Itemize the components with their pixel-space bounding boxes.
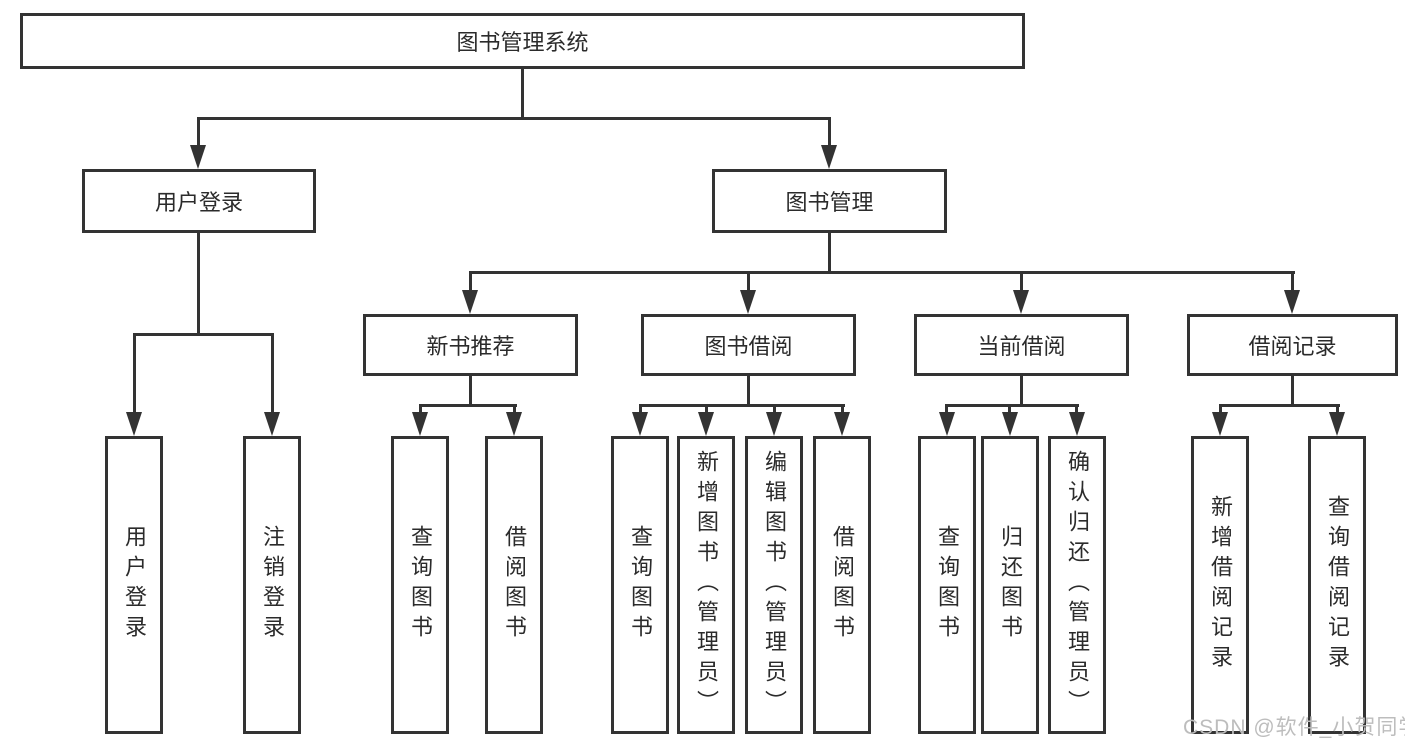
node-label: 图书借阅	[704, 329, 792, 361]
leaf-logout: 注销登录	[243, 436, 301, 734]
connector-leaf-logout-drop	[271, 333, 274, 414]
connector-book-mgmt-stem	[828, 233, 831, 274]
node-label: 图书管理系统	[456, 25, 588, 57]
arrowhead-cb-c2	[1002, 412, 1018, 436]
connector-nbr-stem	[469, 376, 472, 407]
node-label: 注销登录	[261, 525, 283, 645]
connector-user-login-stem	[197, 233, 200, 336]
leaf-bb-edit-books-admin: 编辑图书（管理员）	[745, 436, 803, 734]
leaf-nbr-borrow-books: 借阅图书	[485, 436, 543, 734]
node-label: 确认归还（管理员）	[1066, 450, 1088, 720]
arrowhead-br	[1284, 290, 1300, 314]
arrowhead-leaf-login	[126, 412, 142, 436]
connector-root-junction	[197, 117, 831, 120]
arrowhead-nbr-c1	[412, 412, 428, 436]
node-label: 用户登录	[123, 525, 145, 645]
node-label: 新增借阅记录	[1209, 495, 1231, 675]
connector-bb-junction	[639, 404, 845, 407]
connector-user-login-junction	[133, 333, 274, 336]
connector-book-mgmt-junction	[469, 271, 1295, 274]
node-label: 查询借阅记录	[1326, 495, 1348, 675]
leaf-cb-query-books: 查询图书	[918, 436, 976, 734]
node-label: 图书管理	[785, 185, 873, 217]
node-label: 归还图书	[999, 525, 1021, 645]
node-new-book-recommend: 新书推荐	[363, 314, 578, 376]
connector-br-junction	[1219, 404, 1340, 407]
node-borrowing-records: 借阅记录	[1187, 314, 1398, 376]
arrowhead-cb-c3	[1069, 412, 1085, 436]
connector-bb-stem	[747, 376, 750, 407]
arrowhead-bb-c1	[632, 412, 648, 436]
arrowhead-nbr	[462, 290, 478, 314]
arrowhead-cb-c1	[939, 412, 955, 436]
leaf-br-query-record: 查询借阅记录	[1308, 436, 1366, 734]
node-label: 用户登录	[155, 185, 243, 217]
node-label: 借阅图书	[831, 525, 853, 645]
connector-nbr-junction	[419, 404, 517, 407]
arrowhead-nbr-c2	[506, 412, 522, 436]
node-label: 借阅图书	[503, 525, 525, 645]
node-label: 借阅记录	[1248, 329, 1336, 361]
arrowhead-bb-c2	[698, 412, 714, 436]
arrowhead-br-c1	[1212, 412, 1228, 436]
connector-leaf-login-drop	[133, 333, 136, 414]
arrowhead-bb	[740, 290, 756, 314]
node-label: 新增图书（管理员）	[695, 450, 717, 720]
leaf-user-login: 用户登录	[105, 436, 163, 734]
node-label: 新书推荐	[426, 329, 514, 361]
leaf-cb-confirm-return-admin: 确认归还（管理员）	[1048, 436, 1106, 734]
node-user-login: 用户登录	[82, 169, 316, 233]
connector-br-stem	[1291, 376, 1294, 407]
leaf-br-add-record: 新增借阅记录	[1191, 436, 1249, 734]
node-library-management-system: 图书管理系统	[20, 13, 1025, 69]
leaf-cb-return-books: 归还图书	[981, 436, 1039, 734]
connector-root-stem	[521, 68, 524, 120]
connector-cb-junction	[945, 404, 1079, 407]
node-current-borrowing: 当前借阅	[914, 314, 1129, 376]
node-label: 查询图书	[629, 525, 651, 645]
watermark: CSDN @软件_小贺同学	[1183, 711, 1405, 741]
node-label: 查询图书	[409, 525, 431, 645]
leaf-bb-query-books: 查询图书	[611, 436, 669, 734]
connector-cb-stem	[1020, 376, 1023, 407]
node-book-borrowing: 图书借阅	[641, 314, 856, 376]
arrowhead-cb	[1013, 290, 1029, 314]
arrowhead-leaf-logout	[264, 412, 280, 436]
arrowhead-bb-c4	[834, 412, 850, 436]
arrowhead-bb-c3	[766, 412, 782, 436]
node-label: 查询图书	[936, 525, 958, 645]
node-label: 编辑图书（管理员）	[763, 450, 785, 720]
arrowhead-br-c2	[1329, 412, 1345, 436]
leaf-bb-add-books-admin: 新增图书（管理员）	[677, 436, 735, 734]
arrowhead-user-login	[190, 145, 206, 169]
node-book-management: 图书管理	[712, 169, 947, 233]
leaf-bb-borrow-books: 借阅图书	[813, 436, 871, 734]
node-label: 当前借阅	[977, 329, 1065, 361]
leaf-nbr-query-books: 查询图书	[391, 436, 449, 734]
arrowhead-book-mgmt	[821, 145, 837, 169]
